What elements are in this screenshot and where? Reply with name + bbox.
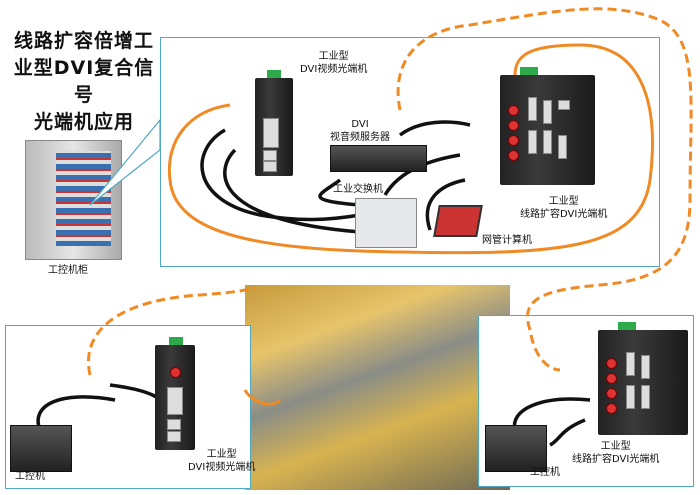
line-expansion-bottom-label: 工业型 线路扩容DVI光端机 (572, 440, 659, 466)
label-line: DVI (351, 119, 369, 130)
management-laptop (433, 205, 483, 237)
management-computer-label: 网管计算机 (482, 235, 532, 246)
label-line: 工业型 (206, 449, 237, 460)
title-line: 线路扩容倍增工 (13, 30, 154, 52)
label-line: 线路扩容DVI光端机 (572, 454, 660, 465)
label-line: 线路扩容DVI光端机 (520, 209, 608, 220)
label-line: 工业型 (548, 196, 579, 207)
factory-photo (245, 285, 510, 490)
line-expansion-top-label: 工业型 线路扩容DVI光端机 (520, 195, 607, 221)
industrial-pc-right (485, 425, 547, 472)
industrial-pc-left (10, 425, 72, 472)
label-line: 工业型 (318, 51, 349, 62)
dvi-video-optical-top-label: 工业型 DVI视频光端机 (300, 50, 367, 76)
label-line: DVI视频光端机 (188, 462, 256, 473)
industrial-switch (355, 198, 417, 248)
industrial-switch-label: 工业交换机 (333, 184, 383, 195)
ipc-right-label: 工控机 (530, 467, 560, 478)
industrial-cabinet (25, 140, 122, 260)
cabinet-label: 工控机柜 (48, 265, 88, 276)
label-line: 视音频服务器 (330, 132, 390, 143)
title-line: 业型DVI复合信号 (13, 57, 155, 106)
title-line: 光端机应用 (33, 111, 134, 133)
dvi-video-optical-transceiver-bottom (155, 337, 195, 450)
av-server (330, 145, 427, 172)
ipc-left-label: 工控机 (15, 471, 45, 482)
label-line: 工业型 (600, 441, 631, 452)
diagram-title: 线路扩容倍增工 业型DVI复合信号 光端机应用 (4, 28, 164, 136)
line-expansion-dvi-optical-bottom (598, 322, 688, 435)
label-line: DVI视频光端机 (300, 64, 368, 75)
dvi-av-server-label: DVI 视音频服务器 (330, 118, 390, 144)
dvi-video-optical-transceiver-top (255, 70, 293, 176)
dvi-video-optical-bottom-label: 工业型 DVI视频光端机 (188, 448, 255, 474)
line-expansion-dvi-optical-top (500, 67, 595, 185)
